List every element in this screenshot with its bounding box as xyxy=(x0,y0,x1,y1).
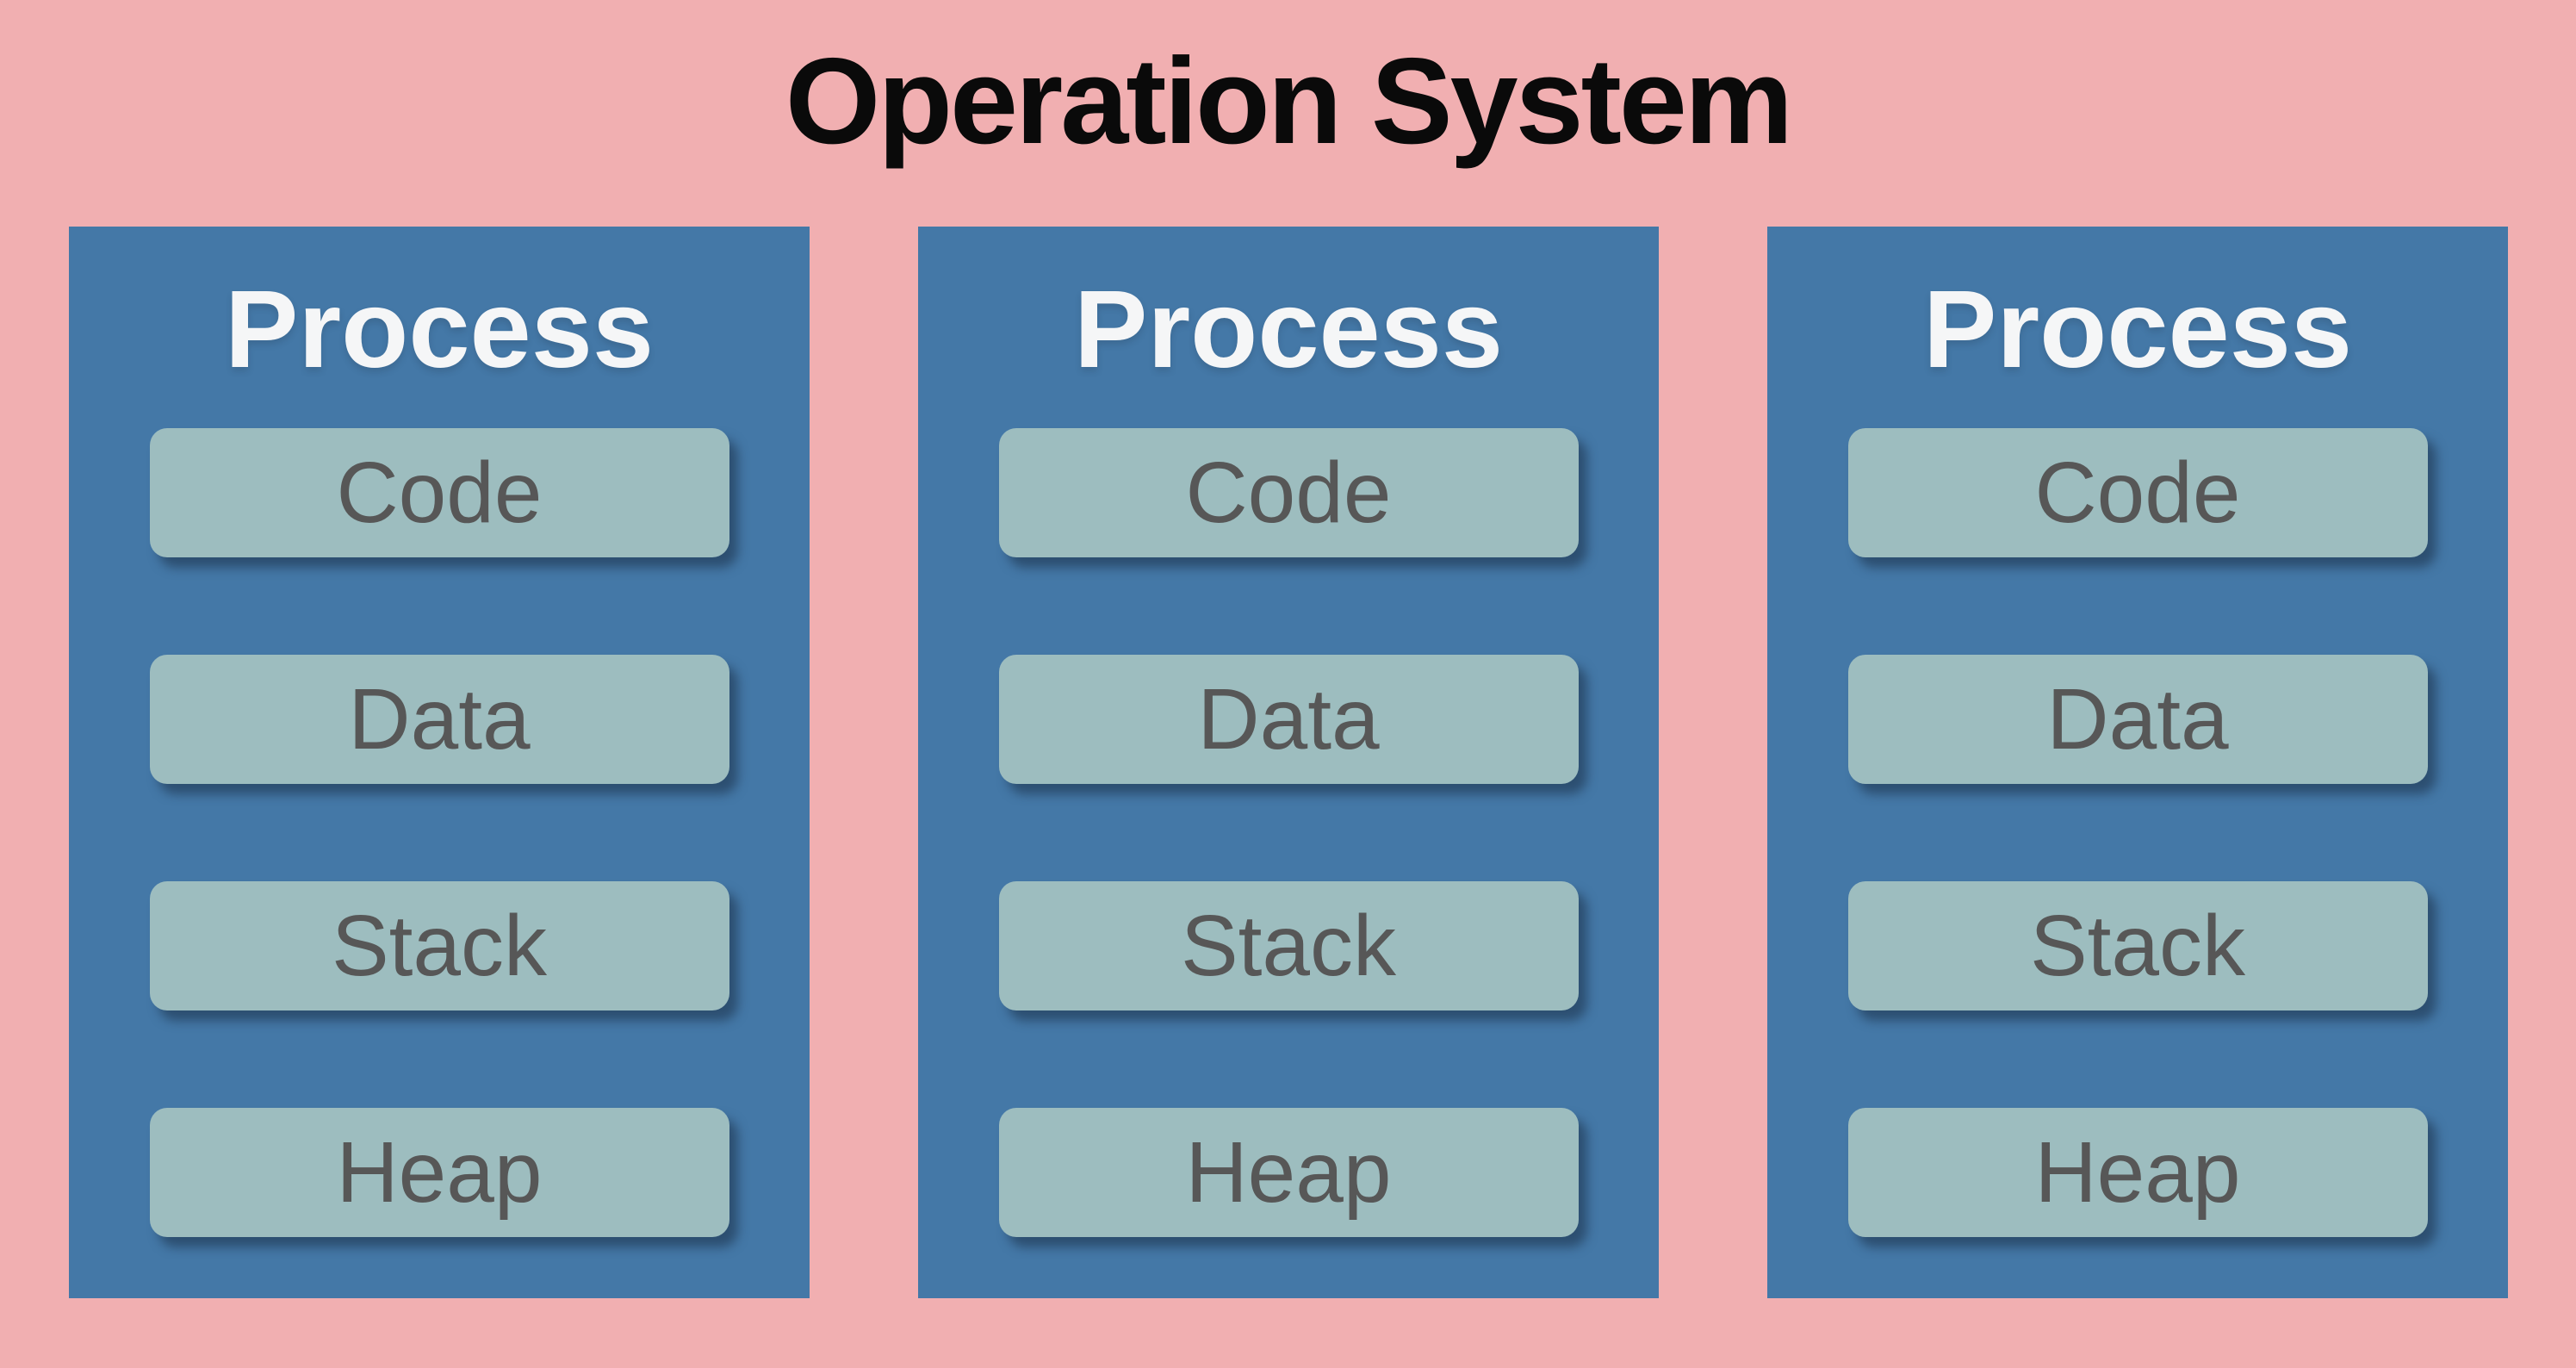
process-label: Process xyxy=(1922,268,2353,391)
memory-segment-data: Data xyxy=(149,655,729,784)
memory-segment-code: Code xyxy=(1847,428,2428,557)
segment-stack: Code Data Stack Heap xyxy=(1767,428,2508,1237)
process-box-2: Process Code Data Stack Heap xyxy=(918,227,1659,1298)
memory-segment-code: Code xyxy=(998,428,1579,557)
process-box-1: Process Code Data Stack Heap xyxy=(69,227,810,1298)
memory-segment-stack: Stack xyxy=(998,881,1579,1010)
memory-segment-code: Code xyxy=(149,428,729,557)
process-box-3: Process Code Data Stack Heap xyxy=(1767,227,2508,1298)
process-label: Process xyxy=(1073,268,1504,391)
memory-segment-data: Data xyxy=(1847,655,2428,784)
process-row: Process Code Data Stack Heap Process Cod… xyxy=(69,227,2508,1298)
memory-segment-heap: Heap xyxy=(1847,1108,2428,1237)
memory-segment-heap: Heap xyxy=(998,1108,1579,1237)
memory-segment-heap: Heap xyxy=(149,1108,729,1237)
process-label: Process xyxy=(224,268,655,391)
memory-segment-stack: Stack xyxy=(149,881,729,1010)
segment-stack: Code Data Stack Heap xyxy=(69,428,810,1237)
segment-stack: Code Data Stack Heap xyxy=(918,428,1659,1237)
diagram-title: Operation System xyxy=(785,33,1793,170)
memory-segment-data: Data xyxy=(998,655,1579,784)
memory-segment-stack: Stack xyxy=(1847,881,2428,1010)
